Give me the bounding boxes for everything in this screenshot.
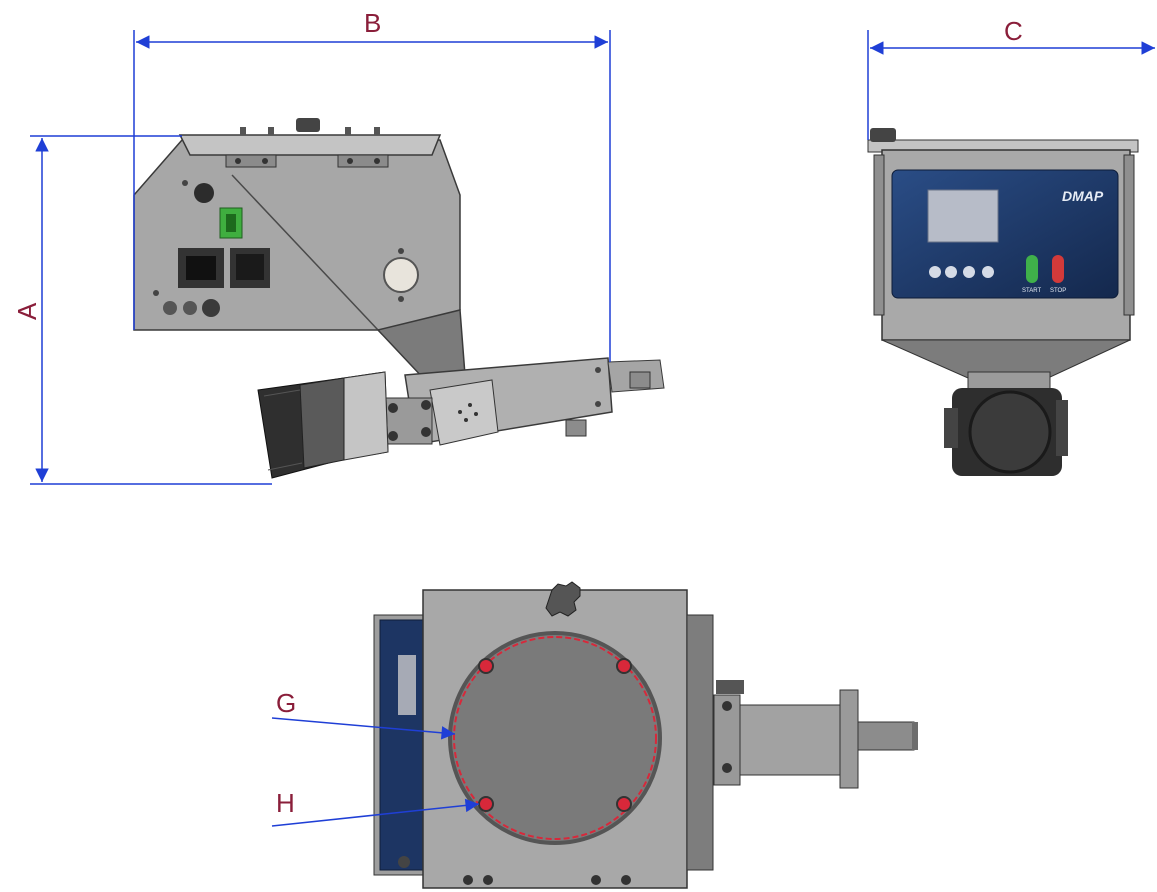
stop-button[interactable] (1052, 255, 1064, 283)
lid-knob (296, 118, 320, 132)
stop-label: STOP (1050, 288, 1066, 294)
panel-button[interactable] (945, 266, 957, 278)
top-view (373, 581, 918, 889)
dimension-lines (30, 30, 1155, 827)
lid-bracket (225, 154, 277, 168)
dimension-b-label: B (364, 8, 381, 38)
side-view (133, 118, 665, 479)
dimension-a-label: A (12, 302, 42, 320)
panel-button[interactable] (982, 266, 994, 278)
front-view: DMAP START STOP (867, 128, 1139, 476)
bolt-hole (616, 658, 632, 674)
bolt-hole (616, 796, 632, 812)
leader-h-label: H (276, 788, 295, 818)
brand-logo: DMAP (1062, 188, 1104, 204)
leader-h-line (271, 798, 480, 827)
bolt-hole (478, 796, 494, 812)
top-knob (545, 581, 581, 617)
display-screen (927, 189, 999, 243)
panel-button[interactable] (929, 266, 941, 278)
hopper-lid (178, 134, 442, 156)
status-lamp-icon (194, 183, 214, 203)
sight-glass (383, 257, 419, 293)
start-label: START (1022, 288, 1041, 294)
dimension-c-label: C (1004, 16, 1023, 46)
panel-button[interactable] (963, 266, 975, 278)
leader-g-label: G (276, 688, 296, 718)
top-outlet-pipe (857, 721, 915, 751)
leader-g-line (271, 717, 456, 740)
bolt-hole (478, 658, 494, 674)
lid-bracket (337, 154, 389, 168)
start-button[interactable] (1026, 255, 1038, 283)
hopper-body (133, 139, 461, 331)
